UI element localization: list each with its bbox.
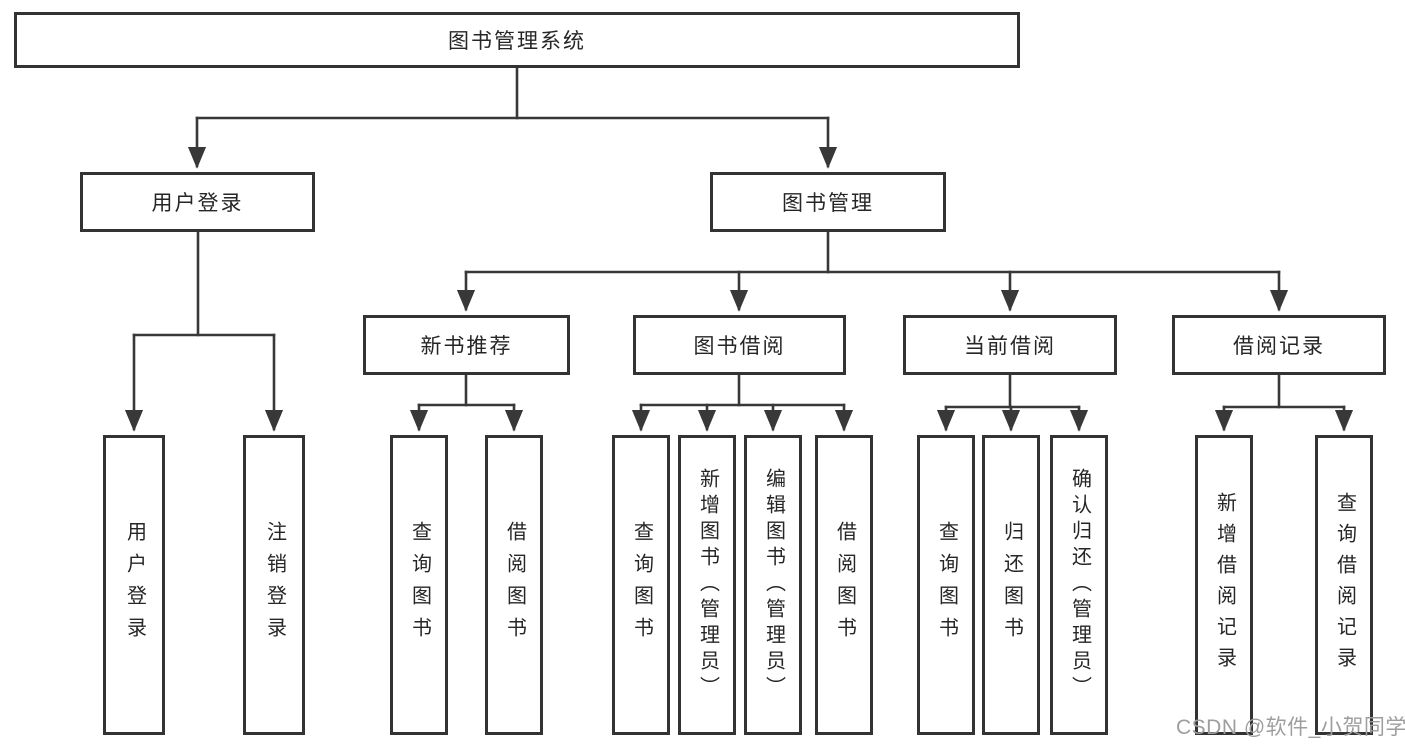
node-label: 新增图书（管理员） [696,468,719,702]
leaf-borrow-books-recommend: 借阅图书 [485,435,543,735]
node-label: 查询借阅记录 [1333,492,1356,678]
node-label: 用户登录 [151,192,244,215]
leaf-return-books: 归还图书 [982,435,1040,735]
node-new-book-recommend: 新书推荐 [363,315,570,375]
leaf-user-login: 用户登录 [103,435,165,735]
node-label: 图书管理系统 [448,30,586,53]
node-borrow-records: 借阅记录 [1172,315,1386,375]
node-label: 归还图书 [1000,521,1023,649]
leaf-borrow-books-borrowing: 借阅图书 [815,435,873,735]
leaf-query-books-current: 查询图书 [917,435,975,735]
node-label: 编辑图书（管理员） [762,468,785,702]
leaf-query-borrow-record: 查询借阅记录 [1315,435,1373,735]
node-label: 注销登录 [263,521,286,649]
node-book-borrowing: 图书借阅 [633,315,846,375]
node-user-login: 用户登录 [80,172,315,232]
node-label: 用户登录 [123,521,146,649]
leaf-query-books-borrowing: 查询图书 [612,435,670,735]
leaf-confirm-return-admin: 确认归还（管理员） [1050,435,1108,735]
node-label: 新书推荐 [420,335,513,358]
node-label: 借阅图书 [503,521,526,649]
node-label: 图书借阅 [693,335,786,358]
node-label: 确认归还（管理员） [1068,468,1091,702]
node-label: 查询图书 [408,521,431,649]
node-label: 查询图书 [935,521,958,649]
leaf-query-books-recommend: 查询图书 [390,435,448,735]
leaf-logout: 注销登录 [243,435,305,735]
leaf-edit-books-admin: 编辑图书（管理员） [744,435,802,735]
node-book-management: 图书管理 [710,172,946,232]
node-label: 查询图书 [630,521,653,649]
node-library-system: 图书管理系统 [14,12,1020,68]
node-label: 新增借阅记录 [1213,492,1236,678]
csdn-watermark: CSDN @软件_小贺同学 [1176,716,1405,739]
leaf-add-borrow-record: 新增借阅记录 [1195,435,1253,735]
node-current-borrowing: 当前借阅 [903,315,1117,375]
node-label: 借阅图书 [833,521,856,649]
node-label: 借阅记录 [1233,335,1325,358]
node-label: 当前借阅 [964,335,1056,358]
leaf-add-books-admin: 新增图书（管理员） [678,435,736,735]
node-label: 图书管理 [782,192,874,215]
